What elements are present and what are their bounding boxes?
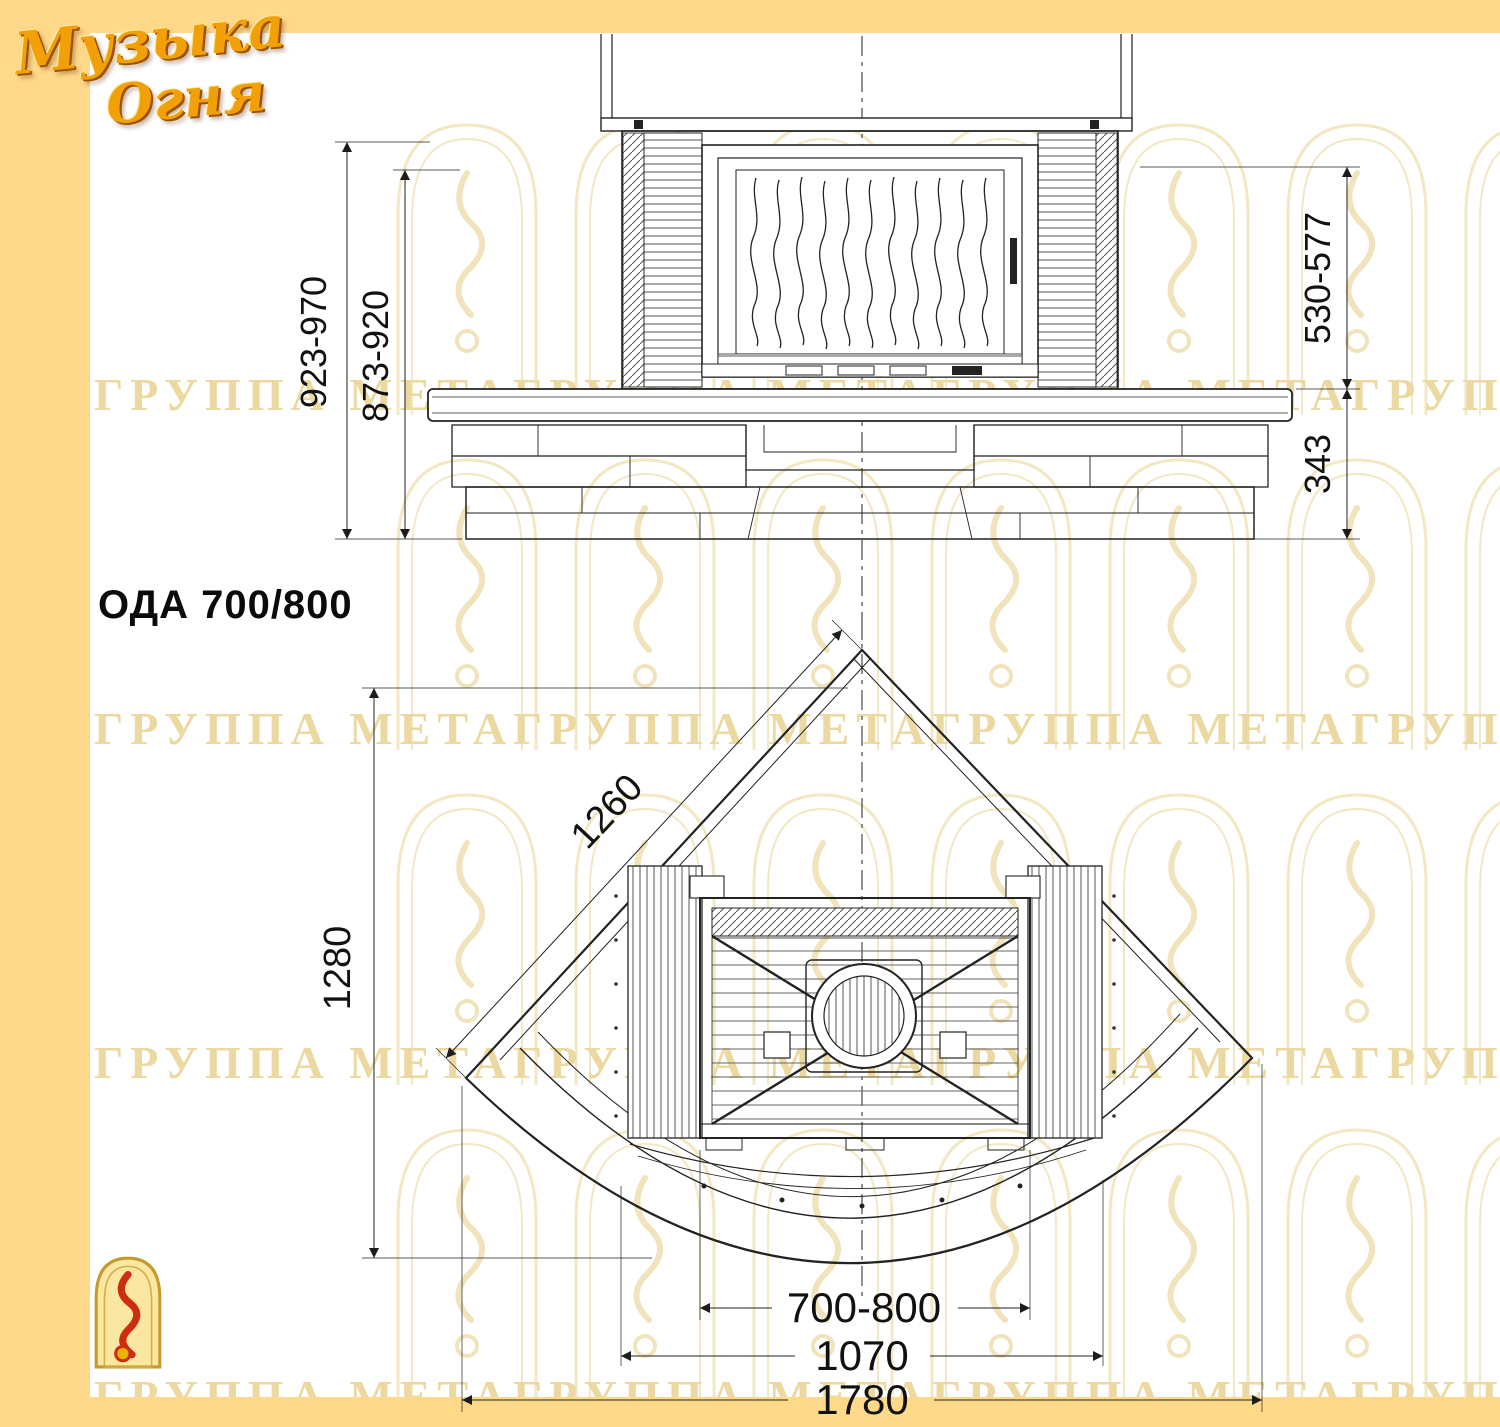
drawing-paper: ГРУППА МЕТАГРУППА МЕТАГРУППА МЕТАГРУППА … xyxy=(90,33,1500,1397)
watermark-text-row: ГРУППА МЕТАГРУППА МЕТАГРУППА МЕТАГРУППА … xyxy=(94,369,1498,420)
watermark-text-row: ГРУППА МЕТАГРУППА МЕТАГРУППА МЕТАГРУППА … xyxy=(94,1037,1498,1088)
firebird-icon xyxy=(94,1256,162,1369)
watermark-text-row: ГРУППА МЕТАГРУППА МЕТАГРУППА МЕТАГРУППА … xyxy=(94,1371,1498,1397)
model-title: ОДА 700/800 xyxy=(98,583,353,627)
logo-word-2: Огня xyxy=(103,59,269,137)
firebird-arch-inner xyxy=(103,1265,153,1368)
firebird-sun xyxy=(114,1344,132,1363)
logo-muzyka-ognya: Музыка Огня xyxy=(6,0,296,154)
firebird-arch xyxy=(94,1256,162,1369)
watermark-text-row: ГРУППА МЕТАГРУППА МЕТАГРУППА МЕТАГРУППА … xyxy=(94,703,1498,754)
firebird-flame xyxy=(117,1270,141,1359)
